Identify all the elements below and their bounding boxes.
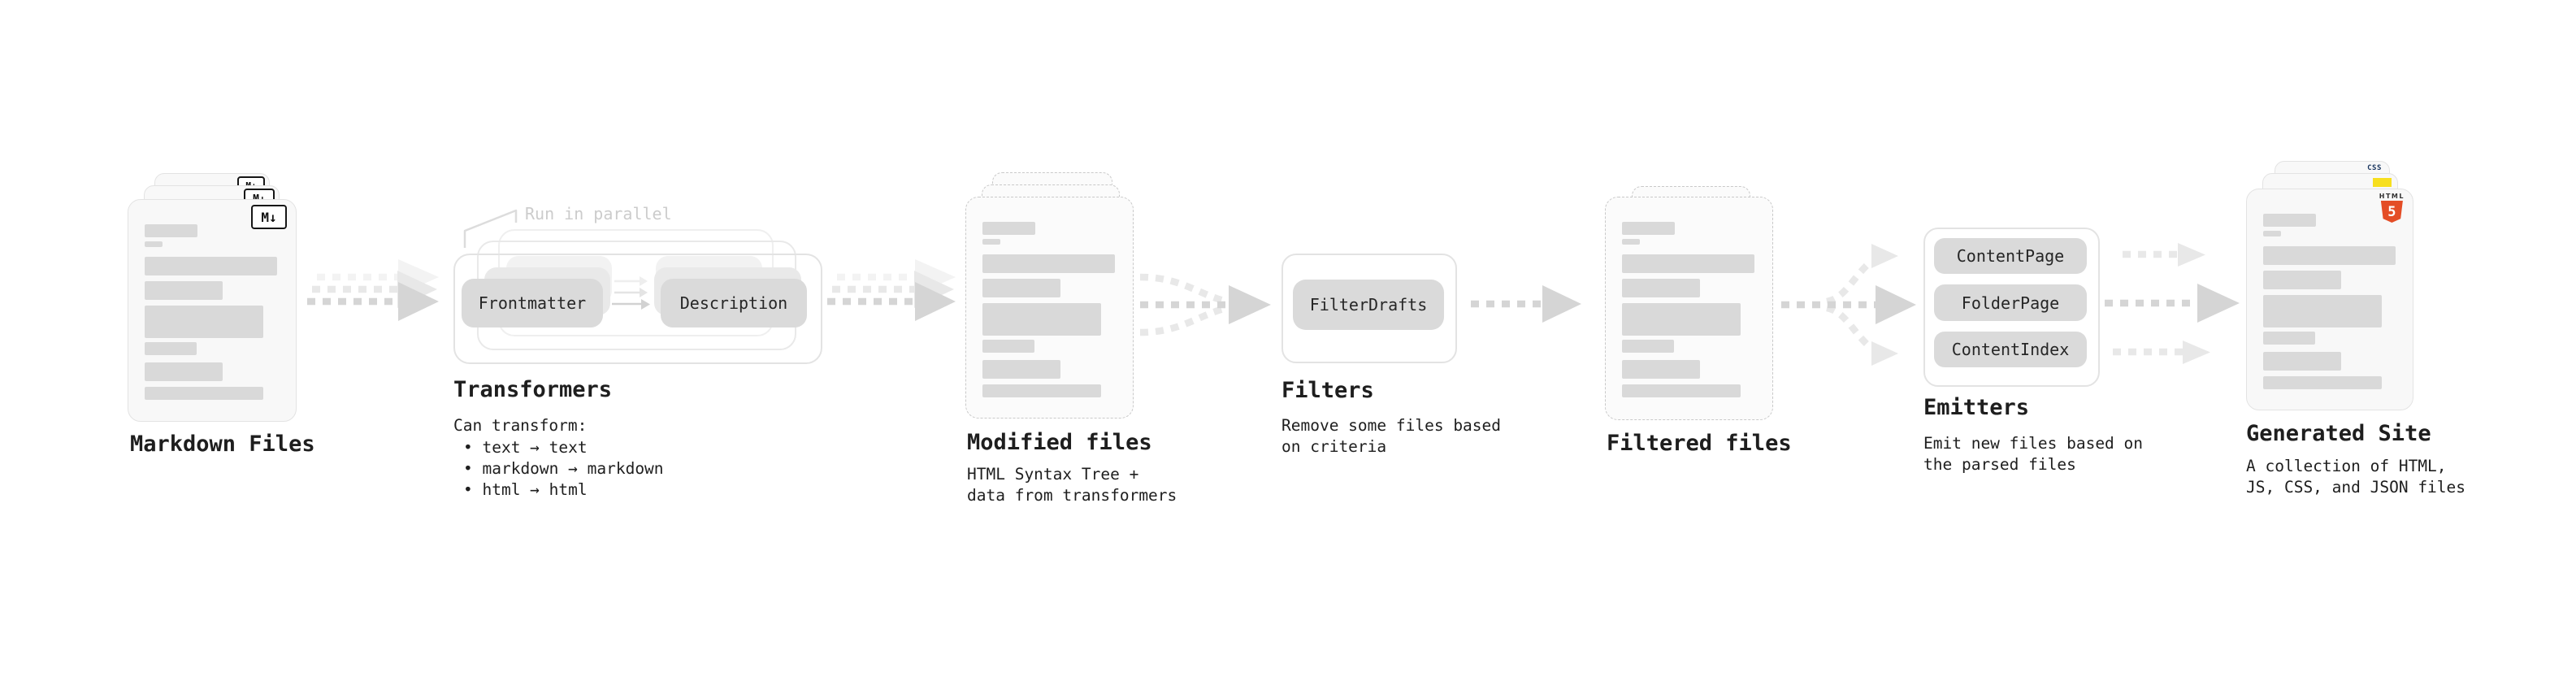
placeholder-bar <box>145 224 197 237</box>
transformers-description: • html → html <box>463 480 588 499</box>
transformer-parallel-arrows <box>612 276 650 310</box>
placeholder-bar <box>982 239 1000 245</box>
generated-site-description: A collection of HTML, <box>2246 457 2447 475</box>
filterdrafts-box: FilterDrafts <box>1293 280 1444 330</box>
contentindex-box: ContentIndex <box>1934 332 2087 367</box>
modified-doc-front <box>965 197 1134 419</box>
placeholder-bar <box>1622 340 1674 353</box>
transformers-title: Transformers <box>453 377 613 402</box>
placeholder-bar <box>2263 295 2382 327</box>
placeholder-bar <box>145 387 263 400</box>
html5-icon-number: 5 <box>2387 203 2396 220</box>
placeholder-bar <box>2263 376 2382 389</box>
run-in-parallel-leader-line <box>463 209 518 248</box>
arrow-emitters-to-site <box>2105 243 2240 364</box>
placeholder-bar <box>982 360 1060 379</box>
frontmatter-box: Frontmatter <box>462 279 603 327</box>
placeholder-bar <box>982 254 1115 273</box>
html5-icon: HTML 5 <box>2379 193 2405 223</box>
placeholder-bar <box>2263 231 2281 236</box>
arrow-modified-to-filters <box>1139 273 1271 336</box>
javascript-icon <box>2373 178 2392 187</box>
site-doc-html: HTML 5 <box>2246 189 2413 410</box>
emitters-description: the parsed files <box>1923 455 2076 474</box>
run-in-parallel-annotation: Run in parallel <box>525 204 672 223</box>
placeholder-bar <box>2263 332 2315 345</box>
modified-files-description: data from transformers <box>967 486 1177 505</box>
placeholder-bar <box>1622 254 1754 273</box>
modified-files-description: HTML Syntax Tree + <box>967 465 1139 484</box>
arrow-filtered-to-emitters <box>1781 244 1916 366</box>
arrow-filters-to-filtered <box>1471 285 1581 323</box>
placeholder-bar <box>2263 352 2341 371</box>
placeholder-bar <box>145 306 263 338</box>
css-icon-label: CSS <box>2367 164 2382 172</box>
filters-description: on criteria <box>1281 437 1387 456</box>
placeholder-bar <box>982 303 1101 336</box>
filtered-doc-front <box>1605 197 1773 420</box>
placeholder-bar <box>982 279 1060 297</box>
markdown-files-title: Markdown Files <box>130 432 315 457</box>
contentpage-box: ContentPage <box>1934 238 2087 274</box>
markdown-icon: M↓ <box>251 205 287 229</box>
transformer-frame-front <box>453 254 822 364</box>
transformers-description: • text → text <box>463 438 588 457</box>
transformers-description: • markdown → markdown <box>463 459 664 478</box>
placeholder-bar <box>145 257 277 275</box>
filters-title: Filters <box>1281 378 1374 403</box>
placeholder-bar <box>145 362 223 381</box>
placeholder-bar <box>2263 271 2341 289</box>
filtered-files-title: Filtered files <box>1607 431 1792 456</box>
placeholder-bar <box>982 340 1034 353</box>
placeholder-bar <box>1622 222 1675 235</box>
placeholder-bar <box>2263 246 2396 265</box>
emitters-title: Emitters <box>1923 395 2030 420</box>
description-box: Description <box>661 279 807 327</box>
folderpage-box: FolderPage <box>1934 284 2087 321</box>
placeholder-bar <box>1622 303 1741 336</box>
placeholder-bar <box>982 222 1035 235</box>
placeholder-bar <box>982 384 1101 397</box>
arrow-markdown-to-transformers <box>307 259 439 321</box>
placeholder-bar <box>145 241 163 247</box>
transformers-description: Can transform: <box>453 416 588 435</box>
placeholder-bar <box>1622 279 1700 297</box>
placeholder-bar <box>1622 360 1700 379</box>
arrow-transformers-to-modified <box>827 259 956 321</box>
placeholder-bar <box>145 281 223 300</box>
html5-icon-shield: 5 <box>2380 201 2403 223</box>
placeholder-bar <box>145 342 197 355</box>
placeholder-bar <box>1622 384 1741 397</box>
filters-description: Remove some files based <box>1281 416 1502 435</box>
generated-site-description: JS, CSS, and JSON files <box>2246 478 2466 497</box>
placeholder-bar <box>2263 214 2316 227</box>
markdown-doc-front: M↓ <box>128 199 297 422</box>
placeholder-bar <box>1622 239 1640 245</box>
modified-files-title: Modified files <box>967 430 1152 455</box>
emitters-description: Emit new files based on <box>1923 434 2144 453</box>
generated-site-title: Generated Site <box>2246 421 2431 446</box>
html5-icon-label: HTML <box>2379 193 2405 200</box>
